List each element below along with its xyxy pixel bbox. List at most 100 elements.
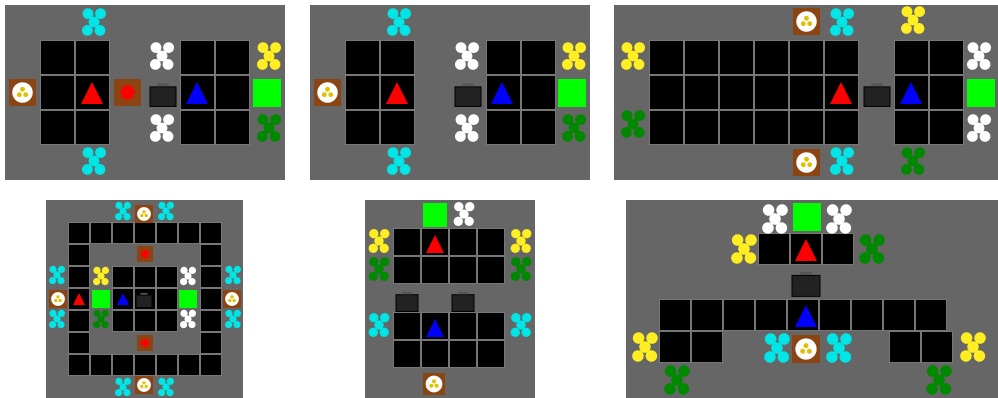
floor-cell bbox=[521, 75, 556, 110]
cyan-ingredient-pile bbox=[47, 309, 67, 329]
floor-cell bbox=[477, 228, 505, 256]
blue-agent bbox=[424, 317, 446, 339]
white-ingredient-pile bbox=[178, 266, 198, 286]
floor-cell bbox=[521, 110, 556, 145]
floor-cell bbox=[112, 222, 134, 244]
floor-cell bbox=[894, 110, 929, 145]
floor-cell bbox=[477, 340, 505, 368]
floor-cell bbox=[889, 331, 921, 363]
white-ingredient-pile bbox=[452, 113, 482, 143]
yellow-ingredient-pile bbox=[559, 41, 589, 71]
floor-cell bbox=[824, 40, 859, 75]
floor-cell bbox=[719, 40, 754, 75]
green-ingredient-pile bbox=[923, 364, 955, 396]
yellow-ingredient-pile bbox=[618, 41, 648, 71]
floor-cell bbox=[486, 110, 521, 145]
goal-tile bbox=[92, 290, 110, 308]
floor-cell bbox=[112, 266, 134, 288]
goal-tile bbox=[179, 290, 197, 308]
yellow-ingredient-pile bbox=[91, 266, 111, 286]
cyan-ingredient-pile bbox=[156, 377, 176, 397]
floor-cell bbox=[649, 75, 684, 110]
cooking-pot bbox=[395, 288, 419, 312]
yellow-ingredient-pile bbox=[629, 331, 661, 363]
goal-tile bbox=[558, 79, 586, 107]
onion-dispenser bbox=[135, 376, 153, 394]
floor-cell bbox=[684, 40, 719, 75]
floor-cell bbox=[200, 332, 222, 354]
floor-cell bbox=[719, 75, 754, 110]
cyan-ingredient-pile bbox=[827, 7, 857, 37]
onion-dispenser bbox=[223, 290, 241, 308]
floor-cell bbox=[719, 110, 754, 145]
tomato-dispenser bbox=[137, 246, 153, 262]
floor-cell bbox=[215, 75, 250, 110]
floor-cell bbox=[200, 266, 222, 288]
floor-cell bbox=[156, 266, 178, 288]
onion-dispenser bbox=[49, 290, 67, 308]
floor-cell bbox=[477, 312, 505, 340]
floor-cell bbox=[723, 299, 755, 331]
goal-tile bbox=[793, 203, 821, 231]
floor-cell bbox=[393, 228, 421, 256]
floor-cell bbox=[659, 331, 691, 363]
cyan-ingredient-pile bbox=[384, 7, 414, 37]
floor-cell bbox=[178, 222, 200, 244]
cyan-ingredient-pile bbox=[223, 309, 243, 329]
yellow-ingredient-pile bbox=[366, 228, 392, 254]
floor-cell bbox=[789, 40, 824, 75]
floor-cell bbox=[921, 331, 953, 363]
blue-agent bbox=[184, 80, 210, 106]
floor-cell bbox=[134, 354, 156, 376]
floor-cell bbox=[40, 75, 75, 110]
floor-cell bbox=[200, 310, 222, 332]
floor-cell bbox=[68, 310, 90, 332]
red-agent bbox=[384, 80, 410, 106]
floor-cell bbox=[345, 110, 380, 145]
white-ingredient-pile bbox=[964, 41, 994, 71]
floor-cell bbox=[200, 244, 222, 266]
floor-cell bbox=[486, 40, 521, 75]
floor-cell bbox=[449, 256, 477, 284]
floor-cell bbox=[649, 110, 684, 145]
white-ingredient-pile bbox=[147, 41, 177, 71]
floor-cell bbox=[156, 354, 178, 376]
floor-cell bbox=[345, 75, 380, 110]
floor-cell bbox=[691, 331, 723, 363]
white-ingredient-pile bbox=[451, 201, 477, 227]
green-ingredient-pile bbox=[91, 309, 111, 329]
red-agent bbox=[424, 233, 446, 255]
onion-dispenser bbox=[9, 79, 36, 106]
floor-cell bbox=[929, 40, 964, 75]
green-ingredient-pile bbox=[254, 113, 284, 143]
level-panel-1 bbox=[5, 5, 285, 180]
green-ingredient-pile bbox=[618, 109, 648, 139]
yellow-ingredient-pile bbox=[254, 41, 284, 71]
floor-cell bbox=[156, 288, 178, 310]
floor-cell bbox=[75, 110, 110, 145]
onion-dispenser bbox=[793, 8, 820, 35]
floor-cell bbox=[754, 40, 789, 75]
floor-cell bbox=[824, 110, 859, 145]
floor-cell bbox=[393, 340, 421, 368]
floor-cell bbox=[929, 110, 964, 145]
cooking-pot bbox=[135, 290, 153, 308]
level-panel-4 bbox=[46, 200, 243, 398]
floor-cell bbox=[68, 222, 90, 244]
white-ingredient-pile bbox=[964, 113, 994, 143]
yellow-ingredient-pile bbox=[898, 5, 928, 35]
floor-cell bbox=[851, 299, 883, 331]
floor-cell bbox=[68, 244, 90, 266]
floor-cell bbox=[156, 310, 178, 332]
cyan-ingredient-pile bbox=[823, 332, 855, 364]
green-ingredient-pile bbox=[898, 146, 928, 176]
onion-dispenser bbox=[135, 205, 153, 223]
onion-dispenser bbox=[792, 335, 820, 363]
onion-dispenser bbox=[423, 373, 445, 395]
cyan-ingredient-pile bbox=[761, 332, 793, 364]
floor-cell bbox=[112, 354, 134, 376]
floor-cell bbox=[215, 110, 250, 145]
floor-cell bbox=[112, 310, 134, 332]
floor-cell bbox=[200, 354, 222, 376]
floor-cell bbox=[822, 233, 854, 265]
